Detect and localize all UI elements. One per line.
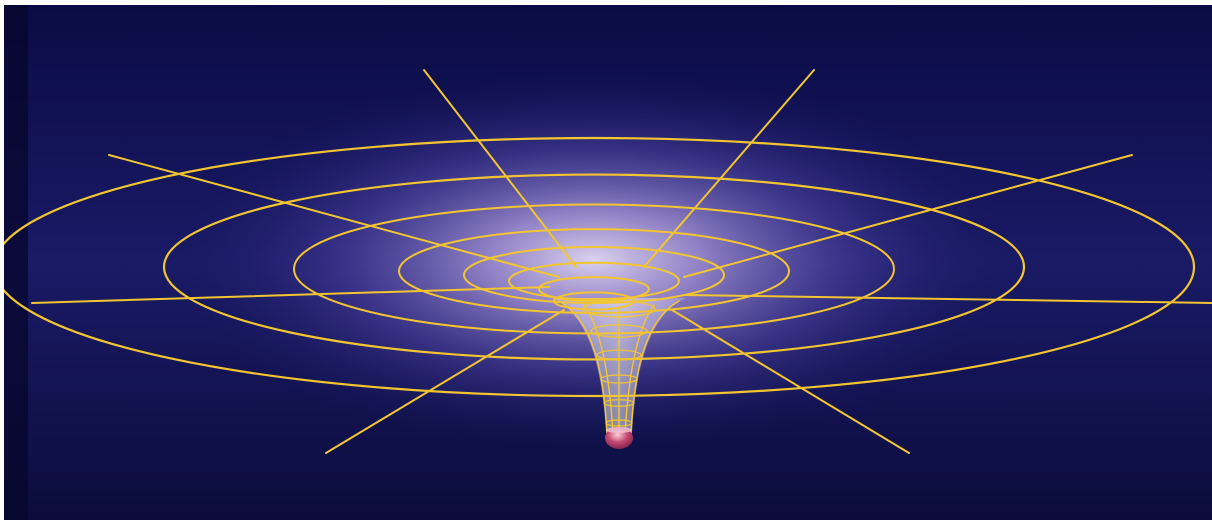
spacetime-illustration xyxy=(4,5,1212,520)
grid-spoke xyxy=(671,309,910,454)
left-edge-shadow xyxy=(4,5,28,520)
central-glow xyxy=(174,70,1014,450)
mass-highlight xyxy=(606,427,632,433)
grid-ring xyxy=(398,228,790,314)
grid-spoke xyxy=(31,286,550,304)
grid-ring xyxy=(162,173,1026,361)
grid-ring xyxy=(4,136,1195,398)
grid-spoke xyxy=(325,309,565,454)
grid-ring xyxy=(538,276,650,302)
funnel-meridian xyxy=(558,300,608,434)
grid-spoke xyxy=(683,154,1133,278)
grid-spoke xyxy=(643,69,815,268)
grid-spoke xyxy=(423,69,577,268)
funnel-meridian xyxy=(624,304,655,436)
funnel-meridian xyxy=(630,300,680,434)
funnel-meridian xyxy=(583,304,614,436)
grid-ring xyxy=(508,261,680,301)
grid-ring xyxy=(553,291,635,311)
gravity-well-graphic xyxy=(4,5,1212,520)
grid-spoke xyxy=(685,294,1212,304)
grid-spoke xyxy=(108,154,560,278)
